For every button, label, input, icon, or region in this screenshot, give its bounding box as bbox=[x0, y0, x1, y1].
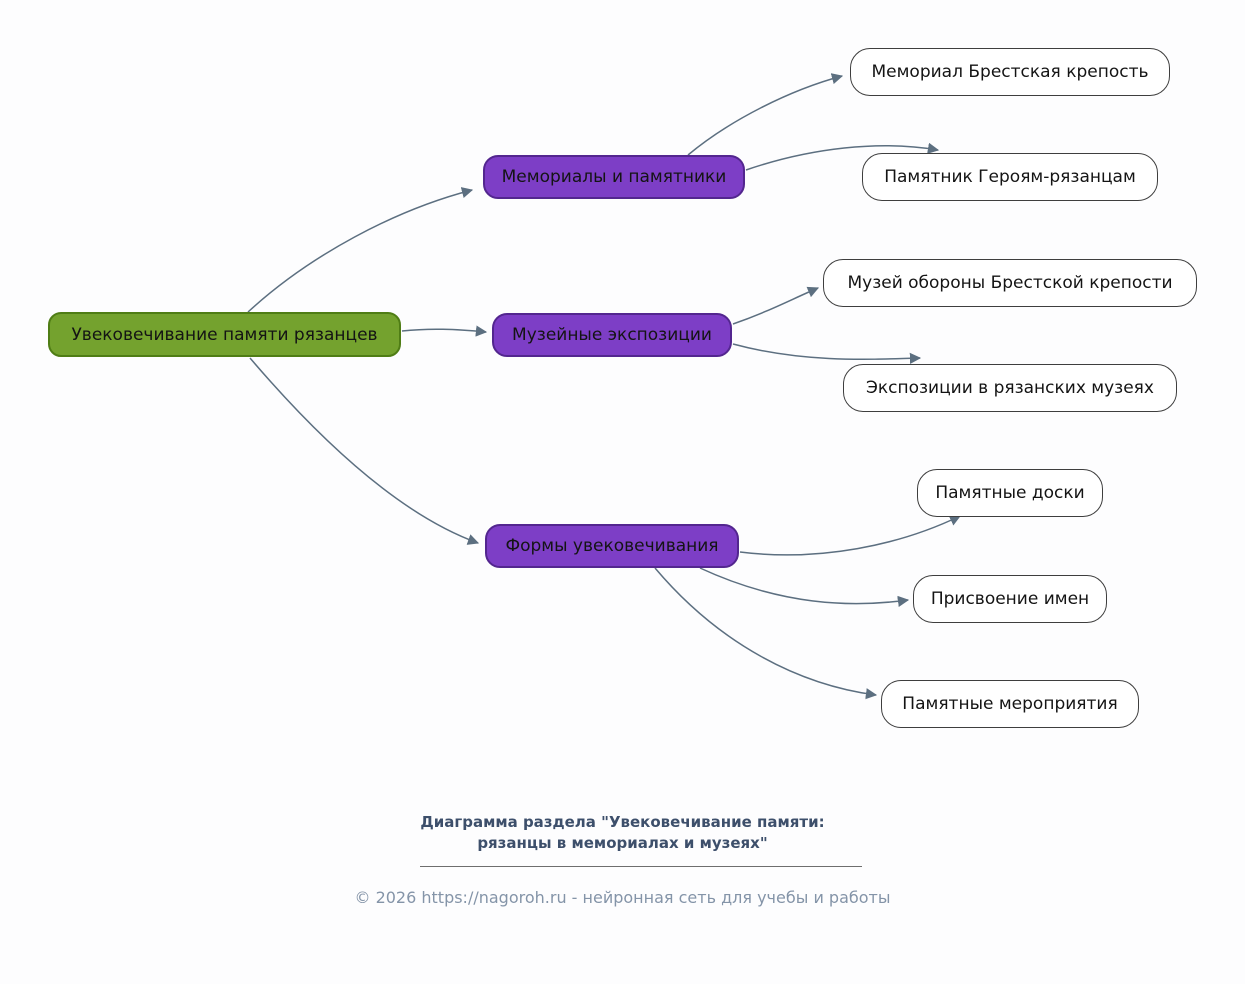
node-leaf-naming: Присвоение имен bbox=[913, 575, 1107, 623]
edge-branch3-leaf6 bbox=[699, 567, 910, 607]
node-leaf-brest-memorial: Мемориал Брестская крепость bbox=[850, 48, 1170, 96]
node-leaf-ryazan-museum-expositions: Экспозиции в рязанских музеях bbox=[843, 364, 1177, 412]
footer-divider bbox=[420, 866, 862, 867]
node-leaf-brest-defense-museum: Музей обороны Брестской крепости bbox=[823, 259, 1197, 307]
edge-branch2-leaf3 bbox=[732, 286, 820, 325]
edge-root-branch2 bbox=[401, 325, 488, 337]
node-root: Увековечивание памяти рязанцев bbox=[48, 312, 401, 357]
edge-branch3-leaf5 bbox=[739, 515, 962, 556]
edge-branch2-leaf4 bbox=[732, 343, 922, 364]
node-branch-memorials: Мемориалы и памятники bbox=[483, 155, 745, 199]
diagram-caption-line2: рязанцы в мемориалах и музеях" bbox=[477, 834, 768, 852]
edge-branch1-leaf1 bbox=[687, 73, 844, 156]
diagram-caption: Диаграмма раздела "Увековечивание памяти… bbox=[0, 812, 1245, 854]
edge-branch1-leaf2 bbox=[745, 142, 940, 171]
node-branch-forms: Формы увековечивания bbox=[485, 524, 739, 568]
edge-root-branch1 bbox=[247, 187, 474, 313]
node-leaf-memorial-plaques: Памятные доски bbox=[917, 469, 1103, 517]
edge-branch3-leaf7 bbox=[654, 567, 878, 700]
copyright-text: © 2026 https://nagoroh.ru - нейронная се… bbox=[354, 888, 891, 907]
node-leaf-ryazan-heroes-monument: Памятник Героям-рязанцам bbox=[862, 153, 1158, 201]
diagram-caption-line1: Диаграмма раздела "Увековечивание памяти… bbox=[420, 813, 825, 831]
edge-root-branch3 bbox=[249, 357, 480, 545]
node-leaf-memorial-events: Памятные мероприятия bbox=[881, 680, 1139, 728]
node-branch-museum-expositions: Музейные экспозиции bbox=[492, 313, 732, 357]
